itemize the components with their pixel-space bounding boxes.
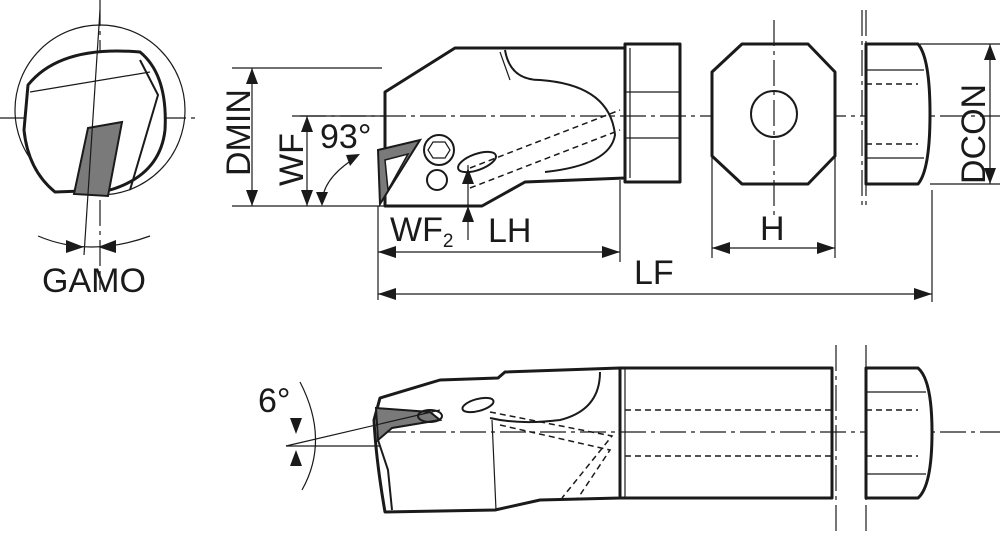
lh-label: LH bbox=[488, 212, 531, 250]
side-view-shank-outline bbox=[618, 366, 834, 500]
side-view-chip-curve bbox=[489, 371, 601, 424]
wf2-arrow-bottom bbox=[462, 206, 474, 222]
lf-label: LF bbox=[634, 254, 674, 292]
angle-6-reference-line bbox=[285, 409, 441, 447]
side-view-head-relief bbox=[491, 419, 497, 511]
bar-shank-outline bbox=[623, 42, 682, 184]
gamo-arrow-right bbox=[98, 240, 116, 253]
coolant-outlet bbox=[457, 150, 497, 174]
angle-6-arc bbox=[299, 381, 317, 491]
dmin-label: DMIN bbox=[220, 89, 258, 176]
shank-section-view: H bbox=[710, 20, 837, 258]
side-view-coolant-outlet bbox=[461, 396, 495, 414]
h-arrow-left bbox=[712, 242, 730, 254]
dcon-arrow-top bbox=[984, 44, 996, 60]
lh-arrow-left bbox=[378, 246, 396, 258]
chip-pocket-line bbox=[499, 51, 511, 81]
chip-pocket-curve bbox=[504, 49, 617, 173]
h-arrow-right bbox=[817, 242, 835, 254]
lf-arrow-left bbox=[378, 288, 396, 300]
clamp-screw-icon bbox=[423, 134, 455, 166]
side-view: 6° bbox=[258, 366, 1000, 514]
end-view: GAMO bbox=[0, 0, 195, 300]
top-view-insert-inner bbox=[384, 152, 410, 193]
coolant-passage-lower bbox=[469, 129, 621, 189]
side-shank-end-outline bbox=[864, 366, 934, 500]
side-view-head-outline bbox=[372, 366, 622, 514]
angle-93-arc bbox=[321, 159, 353, 205]
dmin-arrow-top bbox=[246, 68, 258, 84]
gamo-arrow-left bbox=[66, 240, 84, 253]
wf-arrow-top bbox=[301, 116, 313, 132]
angle-6-arrow-top bbox=[290, 418, 302, 434]
dcon-arrow-bottom bbox=[984, 168, 996, 184]
wf2-arrow-top bbox=[462, 168, 474, 184]
angle-93-arrow-bottom bbox=[316, 192, 328, 206]
top-view: DMIN WF 93° WF2 LH LF bbox=[220, 42, 1000, 302]
side-view-clamp-edge bbox=[377, 439, 393, 511]
h-label: H bbox=[760, 210, 785, 248]
dcon-label: DCON bbox=[955, 84, 993, 184]
side-view-coolant-2 bbox=[499, 424, 612, 499]
end-view-insert-pocket bbox=[129, 59, 160, 191]
end-view-bar-profile bbox=[22, 49, 167, 194]
end-view-insert bbox=[72, 120, 124, 198]
screw-head-icon bbox=[426, 169, 448, 191]
gamo-label: GAMO bbox=[42, 262, 146, 300]
gamo-reference-line bbox=[83, 9, 101, 256]
wf-arrow-bottom bbox=[301, 190, 313, 206]
lh-arrow-right bbox=[602, 246, 620, 258]
gamo-dimension-arc bbox=[37, 235, 151, 248]
side-view-shank-end bbox=[835, 345, 934, 533]
bar-head-outline bbox=[383, 46, 627, 208]
wf-label: WF bbox=[273, 133, 311, 186]
angle-6-arrow-bottom bbox=[290, 450, 302, 466]
shank-end-view: DCON bbox=[861, 10, 1000, 208]
side-view-insert-chipbreaker bbox=[417, 409, 443, 423]
angle-93-label: 93° bbox=[320, 118, 371, 156]
side-view-coolant-1 bbox=[489, 411, 614, 499]
angle-93-arrow-top bbox=[346, 154, 360, 166]
shank-end-outline bbox=[864, 42, 932, 186]
dmin-arrow-bottom bbox=[246, 190, 258, 206]
wf2-label: WF2 bbox=[390, 211, 453, 252]
end-view-chipbreaker-line bbox=[29, 71, 151, 93]
lf-arrow-right bbox=[914, 288, 932, 300]
clamp-screw-hex-icon bbox=[427, 141, 451, 159]
coolant-passage-upper bbox=[469, 109, 621, 169]
angle-6-label: 6° bbox=[258, 382, 291, 420]
